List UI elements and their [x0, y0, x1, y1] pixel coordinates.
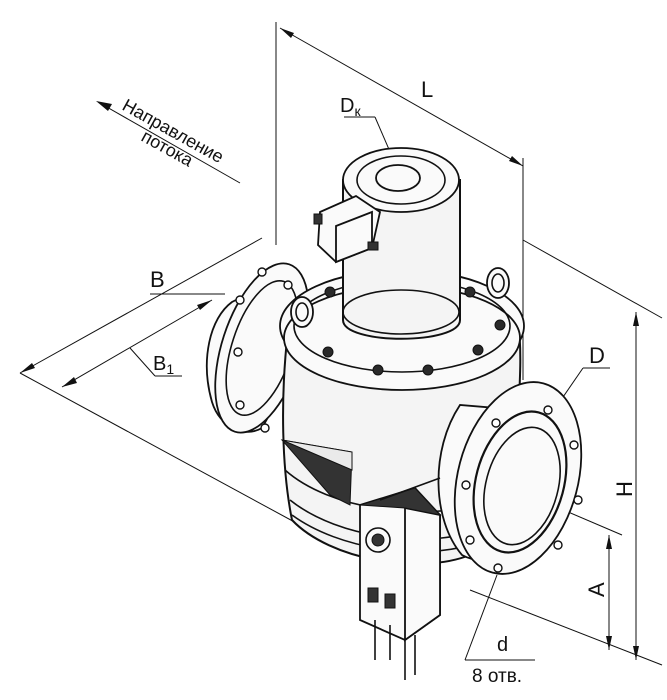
lifting-eyes: [290, 267, 510, 328]
label-B1: B1: [153, 353, 174, 377]
label-B: B: [150, 267, 165, 292]
label-H: H: [612, 481, 637, 497]
dimension-H: [469, 239, 663, 666]
dimension-B1: [61, 299, 213, 388]
dimension-B: [19, 237, 301, 526]
outlet-flange: [437, 381, 583, 575]
actuator: [359, 477, 442, 680]
label-d: d: [497, 634, 508, 656]
label-D: D: [589, 343, 605, 368]
solenoid-connector: [313, 194, 382, 264]
label-Dk: Dк: [340, 95, 361, 119]
label-A: A: [584, 582, 609, 597]
label-L: L: [421, 77, 433, 102]
flow-direction-arrow: [96, 101, 241, 184]
dimension-d: [464, 574, 535, 661]
dimension-L: [275, 22, 524, 380]
label-holes: 8 отв.: [472, 666, 522, 687]
